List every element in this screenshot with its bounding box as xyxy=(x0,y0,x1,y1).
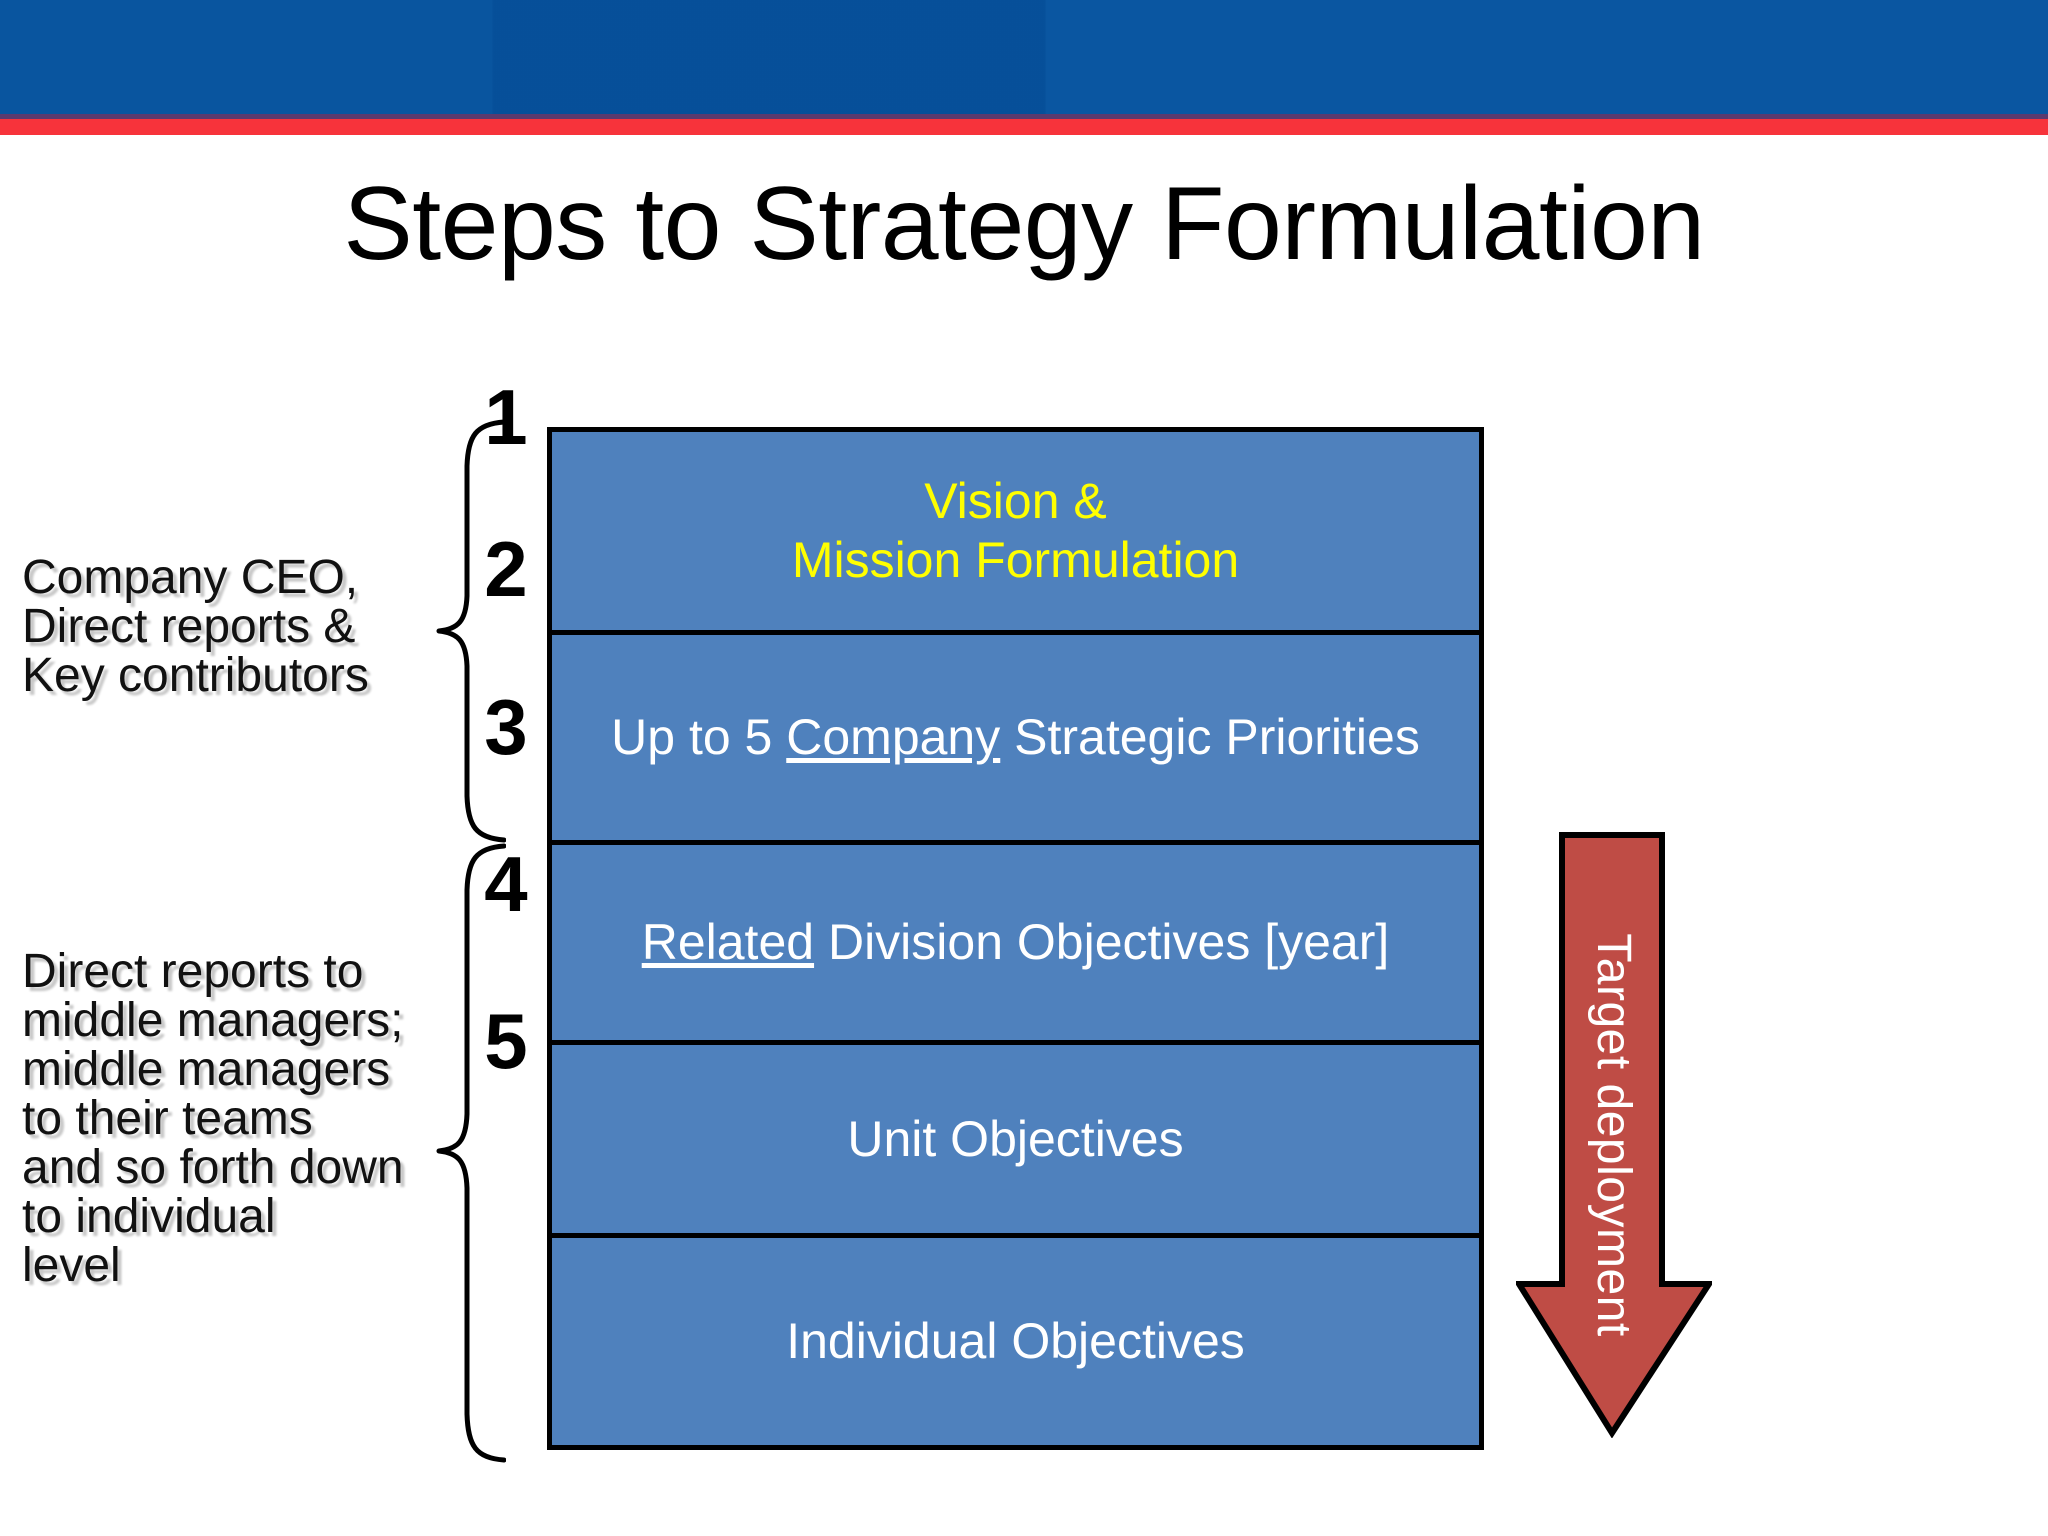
step-row-3-text-underlined: Related xyxy=(641,914,815,970)
side-note-top: Company CEO, Direct reports & Key contri… xyxy=(22,551,369,702)
step-row-2-text-after: Strategic Priorities xyxy=(1000,709,1420,765)
step-row-3-text-after: Division Objectives [year] xyxy=(814,914,1390,970)
step-row-5[interactable]: Individual Objectives xyxy=(552,1238,1479,1445)
header-band-purple-divider xyxy=(0,114,2048,120)
step-row-1-line-2: Mission Formulation xyxy=(791,532,1240,588)
strategy-step-stack: Vision & Mission Formulation Up to 5 Com… xyxy=(547,427,1484,1450)
side-note-bottom: Direct reports to middle managers; middl… xyxy=(22,945,404,1292)
step-number-2: 2 xyxy=(484,525,528,613)
step-row-1-label: Vision & Mission Formulation xyxy=(774,472,1257,590)
step-number-1: 1 xyxy=(484,373,528,461)
step-row-1[interactable]: Vision & Mission Formulation xyxy=(552,432,1479,635)
step-number-3: 3 xyxy=(484,683,528,771)
step-row-1-line-1: Vision & xyxy=(924,473,1107,529)
header-band-blue-shading xyxy=(0,0,2048,116)
step-row-3[interactable]: Related Division Objectives [year] xyxy=(552,845,1479,1045)
step-row-2-text-underlined: Company xyxy=(786,709,1001,765)
target-deployment-arrow-icon xyxy=(1516,832,1712,1438)
slide-title: Steps to Strategy Formulation xyxy=(343,166,1705,282)
step-row-3-label: Related Division Objectives [year] xyxy=(624,913,1408,972)
step-row-2-text-before: Up to 5 xyxy=(611,709,787,765)
step-row-2[interactable]: Up to 5 Company Strategic Priorities xyxy=(552,635,1479,845)
step-row-2-label: Up to 5 Company Strategic Priorities xyxy=(593,708,1438,767)
step-row-5-label: Individual Objectives xyxy=(786,1313,1245,1369)
step-row-4-label: Unit Objectives xyxy=(847,1110,1184,1167)
step-number-4: 4 xyxy=(484,840,528,928)
step-number-5: 5 xyxy=(484,997,528,1085)
header-band-red xyxy=(0,119,2048,135)
step-row-4[interactable]: Unit Objectives xyxy=(552,1045,1479,1238)
